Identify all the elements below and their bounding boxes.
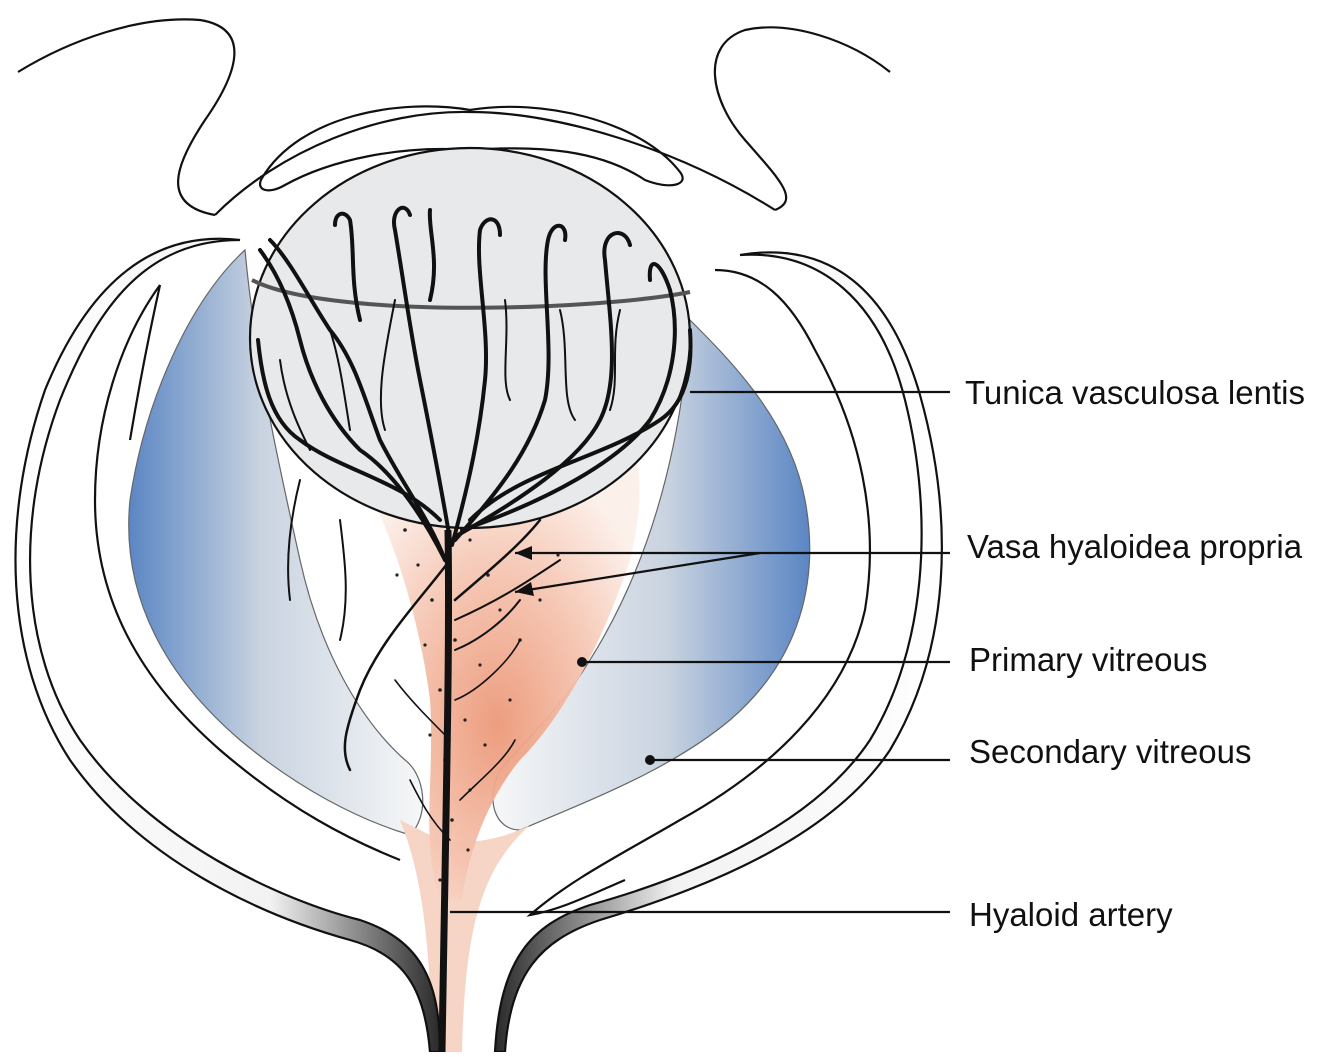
label-secondary-vitreous: Secondary vitreous [969,735,1251,768]
label-primary-vitreous: Primary vitreous [969,643,1207,676]
label-vasa-hyaloidea-propria: Vasa hyaloidea propria [967,530,1302,563]
label-hyaloid-artery: Hyaloid artery [969,898,1173,931]
label-tunica-vasculosa-lentis: Tunica vasculosa lentis [965,376,1305,409]
